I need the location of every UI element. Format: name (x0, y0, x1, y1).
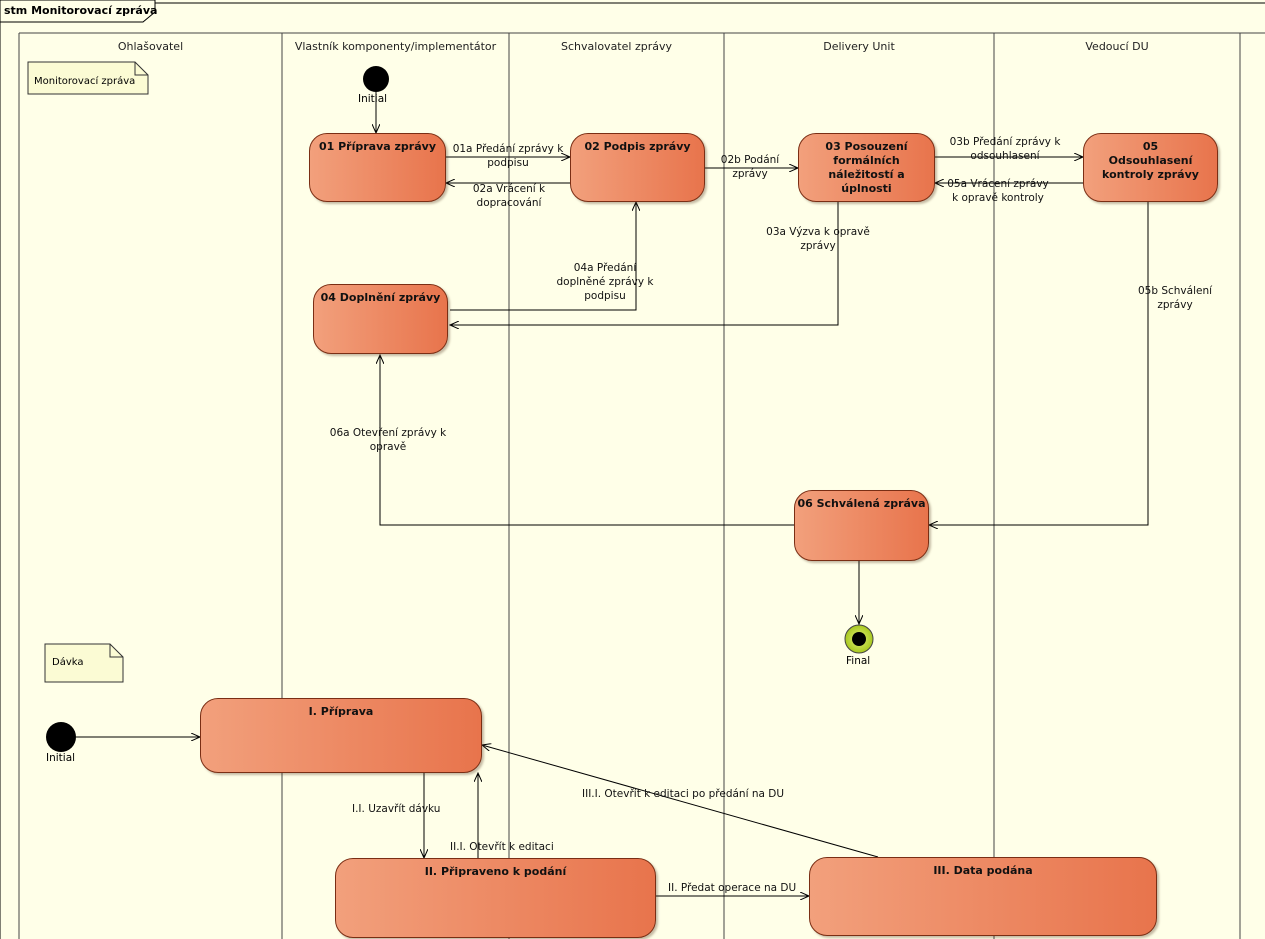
initial-node-bottom (46, 722, 76, 752)
transition-03a-label: 03a Výzva k opravě zprávy (766, 226, 870, 252)
initial-label-bottom: Initial (46, 752, 76, 764)
transition-02a-label: 02a Vrácení k dopracování (472, 183, 546, 209)
state-05-label: 05 Odsouhlasení kontroly zprávy (1102, 140, 1199, 181)
lane-header-vedouci-du: Vedoucí DU (1085, 40, 1149, 53)
diagram-title: stm Monitorovací zpráva (4, 4, 158, 17)
swimlane-grid (18, 32, 1265, 939)
state-i-priprava[interactable]: I. Příprava (200, 698, 482, 773)
transition-04a-label: 04a Předání doplněné zprávy k podpisu (556, 262, 654, 302)
state-03-posouzeni[interactable]: 03 Posouzení formálních náležitostí a úp… (798, 133, 935, 202)
state-02-label: 02 Podpis zprávy (584, 140, 691, 153)
note-shape-top (27, 61, 149, 95)
transition-i-i-label: I.I. Uzavřít dávku (352, 803, 441, 815)
transition-05b-label: 05b Schválení zprávy (1137, 285, 1213, 311)
transition-03b-label: 03b Předání zprávy k odsouhlasení (949, 136, 1061, 162)
state-ii-pripraveno-k-podani[interactable]: II. Připraveno k podání (335, 858, 656, 938)
transition-ii-label: II. Předat operace na DU (668, 882, 797, 894)
initial-label-top: Initial (358, 93, 388, 105)
state-06-schvalena-zprava[interactable]: 06 Schválená zpráva (794, 490, 929, 561)
note-monitorovaci-zprava: Monitorovací zpráva (34, 76, 136, 87)
transition-05a-label: 05a Vrácení zprávy k opravě kontroly (947, 178, 1049, 204)
final-label: Final (846, 655, 871, 667)
state-05-odsouhlaseni[interactable]: 05 Odsouhlasení kontroly zprávy (1083, 133, 1218, 202)
note-davka: Dávka (52, 657, 84, 668)
note-shape-bottom (44, 643, 124, 683)
state-01-label: 01 Příprava zprávy (318, 140, 436, 153)
state-ii-label: II. Připraveno k podání (424, 865, 567, 878)
state-iii-label: III. Data podána (933, 864, 1033, 877)
state-02-podpis-zpravy[interactable]: 02 Podpis zprávy (570, 133, 705, 202)
transition-01a-label: 01a Předání zprávy k podpisu (452, 143, 564, 169)
state-06-label: 06 Schválená zpráva (797, 497, 926, 510)
state-iii-data-podana[interactable]: III. Data podána (809, 857, 1157, 936)
lane-header-ohlasovatel: Ohlašovatel (117, 40, 184, 53)
state-04-doplneni-zpravy[interactable]: 04 Doplnění zprávy (313, 284, 448, 354)
lane-header-schvalovatel: Schvalovatel zprávy (561, 40, 672, 53)
initial-node-top (363, 66, 389, 92)
final-node (844, 624, 874, 654)
state-01-priprava-zpravy[interactable]: 01 Příprava zprávy (309, 133, 446, 202)
lane-header-vlastnik: Vlastník komponenty/implementátor (294, 40, 497, 53)
transition-06a-label: 06a Otevření zprávy k opravě (329, 427, 447, 453)
transition-02b-label: 02b Podání zprávy (720, 154, 780, 180)
transition-ii-i-label: II.I. Otevřít k editaci (450, 841, 554, 853)
state-04-label: 04 Doplnění zprávy (320, 291, 441, 304)
transition-iii-i-label: III.I. Otevřít k editaci po předání na D… (582, 788, 785, 800)
state-03-label: 03 Posouzení formálních náležitostí a úp… (825, 140, 908, 195)
lane-header-delivery-unit: Delivery Unit (823, 40, 895, 53)
state-i-label: I. Příprava (308, 705, 374, 718)
